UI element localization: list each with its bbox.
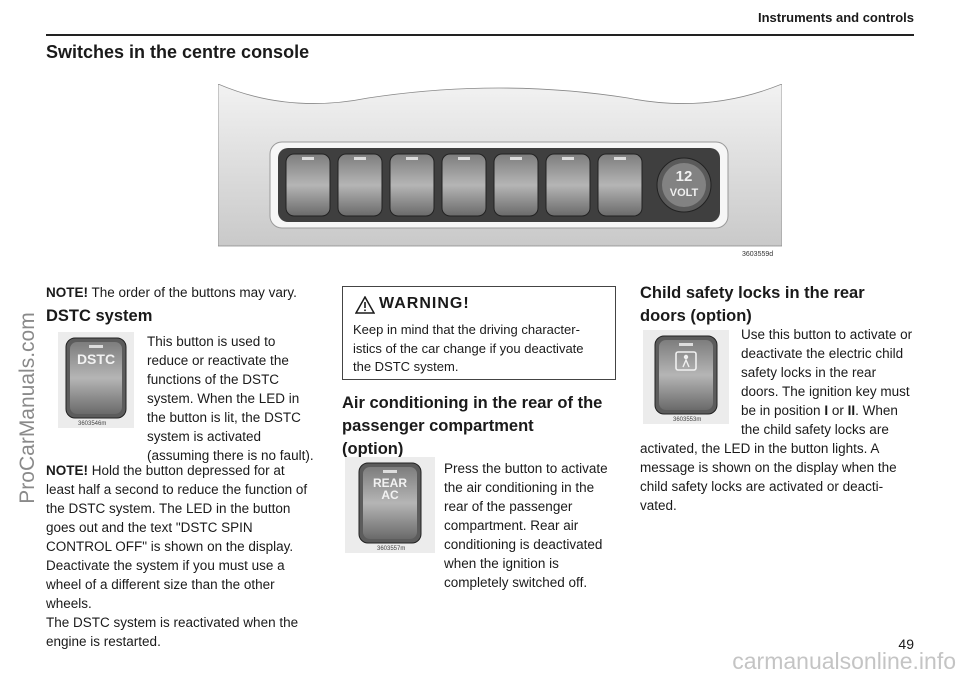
- rear-ac-paragraph: Press the button to activate the air con…: [444, 459, 608, 592]
- rear-ac-heading-line: (option): [342, 440, 404, 458]
- child-lock-line: safety locks in the rear: [741, 365, 877, 380]
- child-lock-line: Use this button to activate or: [741, 327, 913, 342]
- rear-ac-line: compartment. Rear air: [444, 518, 579, 533]
- child-lock-image-code: 3603553m: [673, 417, 701, 423]
- note-line: wheels.: [46, 596, 92, 611]
- dstc-line: functions of the DSTC: [147, 372, 280, 387]
- side-watermark-text: ProCarManuals.com: [16, 312, 39, 504]
- console-button-3: [389, 153, 435, 217]
- child-lock-paragraph: Use this button to activate or deactivat…: [741, 325, 912, 439]
- warning-line: the DSTC system.: [353, 359, 459, 374]
- note-line: Deactivate the system if you must use a: [46, 558, 285, 573]
- rear-ac-line: the air conditioning in the: [444, 480, 595, 495]
- child-lock-line: be in position I or II. When: [741, 401, 912, 420]
- rear-ac-label-top: REAR: [373, 476, 407, 490]
- child-lock-button-illustration: 3603553m: [643, 330, 729, 424]
- warning-text: Keep in mind that the driving character-…: [353, 321, 609, 377]
- note-first-line: NOTE! Hold the button depressed for at: [46, 461, 330, 480]
- rear-ac-line: Press the button to activate: [444, 461, 608, 476]
- dstc-paragraph: This button is used to reduce or reactiv…: [147, 332, 314, 465]
- child-lock-line: activated, the LED in the button lights.…: [640, 441, 880, 456]
- warning-triangle-icon: [355, 296, 375, 314]
- section-header: Instruments and controls: [757, 10, 914, 25]
- child-lock-line: doors. The ignition key must: [741, 384, 910, 399]
- note-line: least half a second to reduce the functi…: [46, 482, 308, 497]
- rear-ac-image-code: 3603557m: [377, 546, 405, 552]
- child-lock-line: message is shown on the display when the: [640, 460, 897, 475]
- rear-ac-heading-line: Air conditioning in the rear of the: [342, 394, 603, 412]
- child-lock-paragraph-cont: activated, the LED in the button lights.…: [640, 439, 920, 515]
- position-two: II: [847, 403, 856, 418]
- header-rule: [46, 34, 914, 36]
- child-lock-line: the child safety locks are: [741, 422, 889, 437]
- note-line: the DSTC system. The LED in the button: [46, 501, 291, 516]
- dstc-image-code: 3603546m: [78, 421, 106, 427]
- child-lock-heading: Child safety locks in the rear doors (op…: [640, 282, 865, 328]
- rear-ac-line: conditioning is deactivated: [444, 537, 603, 552]
- console-illustration: 12 VOLT 3603559d: [218, 84, 782, 258]
- console-button-6: [545, 153, 591, 217]
- child-lock-heading-line: doors (option): [640, 307, 752, 325]
- volt-label-bottom: VOLT: [670, 187, 699, 199]
- dstc-note: NOTE! Hold the button depressed for at l…: [46, 461, 330, 651]
- note-line: The DSTC system is reactivated when the: [46, 615, 299, 630]
- child-lock-line: vated.: [640, 498, 677, 513]
- child-lock-icon: [675, 351, 697, 371]
- dstc-line: system. When the LED in: [147, 391, 300, 406]
- console-button-2: [337, 153, 383, 217]
- note-text: The order of the buttons may vary.: [88, 285, 297, 300]
- page-title: Switches in the centre console: [46, 42, 310, 62]
- rear-ac-heading: Air conditioning in the rear of the pass…: [342, 392, 602, 461]
- child-lock-line: deactivate the electric child: [741, 346, 904, 361]
- console-image-code: 3603559d: [742, 251, 773, 258]
- dstc-line: This button is used to: [147, 334, 276, 349]
- child-lock-heading-line: Child safety locks in the rear: [640, 284, 865, 302]
- position-one: I: [824, 403, 829, 418]
- console-button-7: [597, 153, 643, 217]
- warning-box: WARNING! Keep in mind that the driving c…: [342, 286, 616, 380]
- rear-ac-line: completely switched off.: [444, 575, 588, 590]
- dstc-line: reduce or reactivate the: [147, 353, 289, 368]
- note-line: engine is restarted.: [46, 634, 161, 649]
- note-label: NOTE!: [46, 463, 88, 478]
- volt-label-top: 12: [676, 168, 693, 185]
- rear-ac-label-bottom: AC: [381, 488, 399, 502]
- rear-ac-line: rear of the passenger: [444, 499, 573, 514]
- page-number: 49: [898, 636, 914, 652]
- dstc-line: (assuming there is no fault).: [147, 448, 314, 463]
- console-button-1: [285, 153, 331, 217]
- side-watermark: ProCarManuals.com: [8, 138, 48, 678]
- dstc-line: the button is lit, the DSTC: [147, 410, 301, 425]
- note-line: goes out and the text "DSTC SPIN: [46, 520, 253, 535]
- child-lock-text: . When: [855, 403, 898, 418]
- console-button-4: [441, 153, 487, 217]
- warning-title: WARNING!: [379, 295, 470, 312]
- footer-watermark: carmanualsonline.info: [732, 648, 956, 674]
- console-button-5: [493, 153, 539, 217]
- note-line: wheel of a different size than the other: [46, 577, 275, 592]
- rear-ac-button-illustration: REAR AC 3603557m: [345, 457, 435, 553]
- note-line: CONTROL OFF" is shown on the display.: [46, 539, 294, 554]
- dstc-button-label: DSTC: [77, 351, 115, 367]
- warning-line: istics of the car change if you deactiva…: [353, 340, 584, 356]
- child-lock-text: be in position: [741, 403, 825, 418]
- rear-ac-heading-line: passenger compartment: [342, 417, 534, 435]
- note-first-text: Hold the button depressed for at: [88, 463, 285, 478]
- warning-line: Keep in mind that the driving character-: [353, 322, 580, 337]
- note-order: NOTE! The order of the buttons may vary.: [46, 283, 297, 302]
- child-lock-text: or: [828, 403, 848, 418]
- dstc-button-illustration: DSTC 3603546m: [58, 332, 134, 428]
- dstc-line: system is activated: [147, 429, 262, 444]
- note-label: NOTE!: [46, 285, 88, 300]
- dstc-heading: DSTC system: [46, 307, 153, 325]
- rear-ac-line: when the ignition is: [444, 556, 559, 571]
- child-lock-line: child safety locks are activated or deac…: [640, 479, 884, 494]
